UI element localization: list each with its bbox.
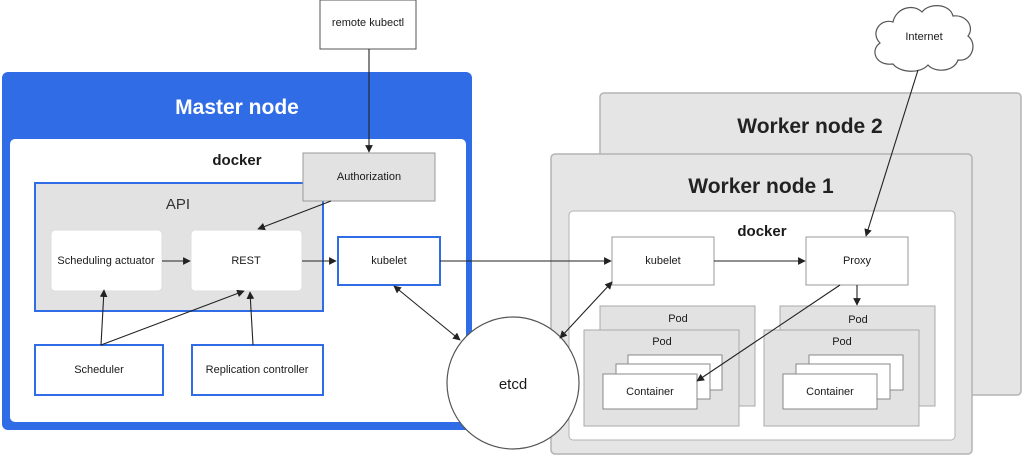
- container-label: Container: [626, 386, 674, 398]
- cloud-icon: [874, 5, 974, 72]
- worker-kubelet-box: kubelet: [611, 236, 715, 286]
- master-docker-label: docker: [212, 152, 261, 169]
- scheduler-box: Scheduler: [34, 344, 164, 396]
- internet-label: Internet: [905, 31, 942, 43]
- master-node: Master node docker API Authorization Sch…: [2, 72, 472, 430]
- pod-label: Pod: [652, 336, 672, 348]
- pod-label: Pod: [668, 313, 688, 325]
- container-label: Container: [806, 386, 854, 398]
- scheduling-actuator-box: Scheduling actuator: [50, 229, 163, 292]
- arrow-etcd-worker-kubelet: [559, 281, 613, 339]
- arrow-replication-rest: [246, 291, 255, 346]
- rest-label: REST: [231, 255, 261, 267]
- etcd-node: etcd: [446, 316, 580, 450]
- proxy-box: Proxy: [805, 236, 909, 286]
- connectors: [99, 49, 919, 382]
- authorization-label: Authorization: [337, 171, 401, 183]
- api-label: API: [166, 196, 190, 213]
- arrow-internet-proxy: [864, 69, 919, 237]
- worker-kubelet-label: kubelet: [645, 255, 680, 267]
- pod-label: Pod: [832, 336, 852, 348]
- arrow-scheduler-rest: [100, 289, 245, 346]
- arrow-authorization-rest: [257, 200, 332, 231]
- arrow-scheduler-scheduling: [99, 289, 108, 346]
- rest-box: REST: [190, 229, 303, 292]
- remote-kubectl-box: remote kubectl: [319, 0, 417, 50]
- arrow-proxy-container: [696, 284, 841, 382]
- etcd-label: etcd: [499, 376, 527, 393]
- arrow-kubelet-etcd: [393, 285, 461, 341]
- container-box: [782, 373, 878, 410]
- scheduling-actuator-label: Scheduling actuator: [57, 255, 155, 267]
- worker-node-1: Worker node 1 docker kubelet Proxy Pod P…: [550, 153, 973, 455]
- authorization-box: Authorization: [302, 152, 436, 202]
- container-box: [602, 373, 698, 410]
- pod-stack-right: Pod Pod Container: [763, 305, 936, 427]
- proxy-label: Proxy: [843, 255, 872, 267]
- master-node-title: Master node: [175, 96, 299, 119]
- worker-node-2-title: Worker node 2: [737, 115, 882, 138]
- master-kubelet-box: kubelet: [337, 236, 441, 286]
- replication-controller-box: Replication controller: [191, 344, 324, 396]
- replication-controller-label: Replication controller: [206, 364, 309, 376]
- worker-node-1-title: Worker node 1: [688, 175, 834, 198]
- internet-cloud: Internet: [874, 5, 974, 72]
- master-kubelet-label: kubelet: [371, 255, 406, 267]
- pod-stack-left: Pod Pod Container: [583, 305, 756, 427]
- worker-docker-label: docker: [737, 223, 786, 240]
- scheduler-label: Scheduler: [74, 364, 124, 376]
- pod-label: Pod: [848, 314, 868, 326]
- remote-kubectl-label: remote kubectl: [332, 17, 404, 29]
